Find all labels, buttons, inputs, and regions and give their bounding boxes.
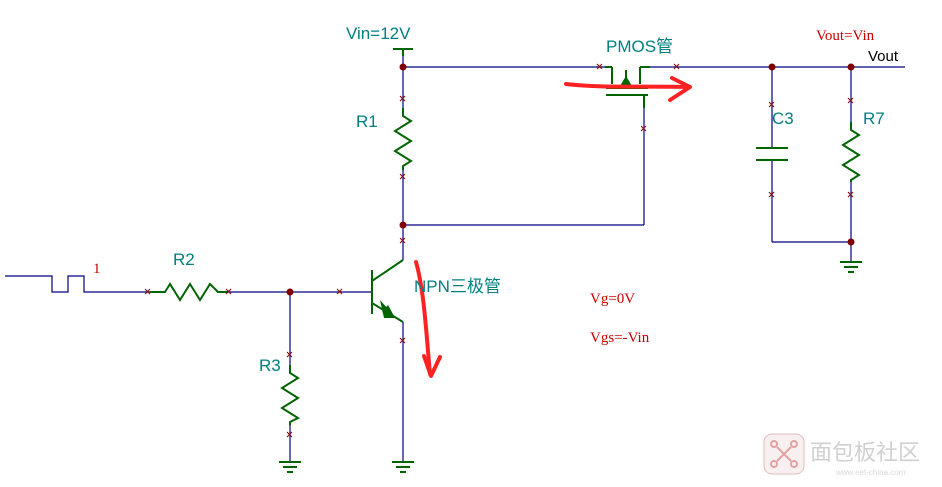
junction-base: [286, 288, 294, 296]
watermark-cn: 面包板社区: [810, 440, 920, 465]
resistor-r1: [393, 108, 413, 170]
pin-markers: [144, 63, 854, 438]
npn-label: NPN三极管: [414, 277, 501, 296]
vg-label: Vg=0V: [590, 291, 635, 307]
resistors: [150, 108, 861, 425]
npn-arrow-head: [380, 300, 396, 318]
r1-label: R1: [356, 112, 378, 131]
vout-equation-label: Vout=Vin: [816, 28, 875, 44]
junction-gate: [399, 221, 407, 229]
junction-c3: [768, 63, 776, 71]
vout-label: Vout: [868, 48, 899, 65]
annotations: [414, 76, 692, 378]
r7-label: R7: [863, 109, 885, 128]
npn-current-arrow: [414, 260, 432, 376]
resistor-r3: [280, 365, 301, 425]
vin-label: Vin=12V: [346, 24, 411, 43]
ground-r7: [840, 261, 862, 273]
pmos-arrow: [620, 76, 632, 86]
capacitor-c3: [756, 147, 788, 161]
input-pulse-wire: [5, 275, 150, 293]
ground-emitter: [392, 461, 414, 473]
pmos-current-arrow: [564, 82, 690, 89]
r2-label: R2: [173, 250, 195, 269]
junction-dots: [286, 63, 855, 296]
watermark: 面包板社区 www.eet-china.com: [763, 433, 920, 477]
watermark-en: www.eet-china.com: [835, 468, 906, 477]
c3-label: C3: [772, 109, 794, 128]
resistor-r7: [841, 122, 861, 182]
pmos-label: PMOS管: [606, 37, 673, 56]
resistor-r2: [150, 282, 228, 302]
ground-r3: [279, 461, 301, 473]
junction-vout: [847, 63, 855, 71]
wires: [5, 56, 905, 462]
junction-r7-bottom: [847, 238, 855, 246]
grounds: [279, 261, 862, 473]
input-node-label: 1: [93, 261, 101, 277]
vgs-label: Vgs=-Vin: [590, 330, 650, 346]
r3-label: R3: [259, 356, 281, 375]
junction-vin: [399, 63, 407, 71]
npn-collector: [371, 259, 404, 282]
